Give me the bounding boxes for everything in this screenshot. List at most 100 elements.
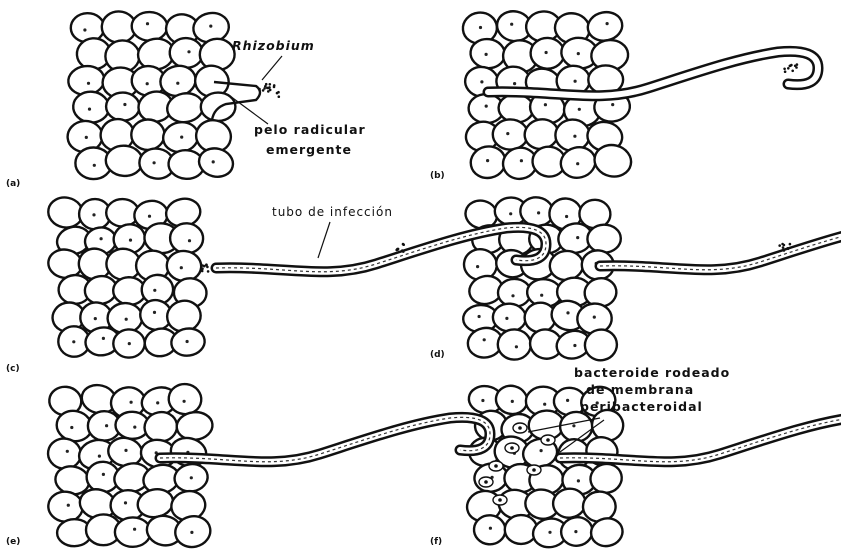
rhizobium-cell: [201, 267, 204, 270]
cell-nucleus: [480, 80, 483, 83]
cell-nucleus: [509, 212, 512, 215]
cell: [115, 517, 151, 547]
cell-nucleus: [92, 213, 95, 216]
cell-nucleus: [85, 136, 88, 139]
cell-nucleus: [515, 345, 518, 348]
cell-nucleus: [486, 159, 489, 162]
cell-nucleus: [100, 237, 103, 240]
cell: [105, 144, 144, 177]
cell: [493, 119, 528, 150]
root-hair-label-line2: emergente: [266, 142, 352, 157]
cell-cluster: [46, 195, 208, 359]
cell-nucleus: [146, 22, 149, 25]
rhizobium-cell: [201, 270, 204, 273]
cell-nucleus: [565, 215, 568, 218]
cell-nucleus: [479, 26, 482, 29]
rhizobium-leader: [262, 56, 282, 80]
cell-nucleus: [505, 317, 508, 320]
rhizobium-cell: [783, 68, 786, 71]
cell-nucleus: [212, 160, 215, 163]
cell-nucleus: [83, 28, 86, 31]
cell-nucleus: [133, 426, 136, 429]
cell-nucleus: [540, 294, 543, 297]
cell-nucleus: [102, 337, 105, 340]
rhizobium-cell: [778, 244, 781, 247]
cell-nucleus: [489, 527, 492, 530]
rhizobium-cell: [263, 87, 266, 90]
cell-nucleus: [611, 103, 614, 106]
cell-nucleus: [94, 317, 97, 320]
cell-nucleus: [566, 311, 569, 314]
cell-nucleus: [476, 265, 479, 268]
cell-nucleus: [606, 22, 609, 25]
panel-label-d: (d): [430, 350, 445, 360]
cell: [175, 410, 214, 441]
cell: [587, 224, 621, 253]
bacteroid-core: [532, 468, 536, 472]
cell: [473, 514, 507, 546]
cell: [492, 303, 527, 333]
rhizobium-cell: [789, 243, 792, 246]
cell-nucleus: [187, 50, 190, 53]
rhizobium-cell: [787, 67, 790, 70]
cell-nucleus: [146, 82, 149, 85]
cell-nucleus: [209, 25, 212, 28]
cell-nucleus: [176, 82, 179, 85]
cell-nucleus: [576, 236, 579, 239]
cell-nucleus: [129, 239, 132, 242]
cell-nucleus: [513, 82, 516, 85]
rhizobium-cell: [258, 88, 261, 91]
cell-nucleus: [72, 340, 75, 343]
cell: [555, 119, 590, 151]
panel-label-e: (e): [6, 537, 20, 547]
cell-nucleus: [548, 531, 551, 534]
rhizobium-cell: [273, 86, 276, 89]
cell-nucleus: [520, 159, 523, 162]
cell-nucleus: [188, 239, 191, 242]
rhizobium-cell: [794, 65, 797, 68]
rhizobium-cell: [207, 270, 210, 273]
rhizobium-cell: [783, 244, 786, 247]
cell-nucleus: [573, 135, 576, 138]
cell-nucleus: [180, 136, 183, 139]
cell-nucleus: [125, 318, 128, 321]
bacteroid-label-line2: de membrana: [586, 382, 694, 397]
cell-nucleus: [566, 399, 569, 402]
cell-nucleus: [180, 266, 183, 269]
cell-nucleus: [93, 164, 96, 167]
cell: [497, 329, 531, 360]
rhizobium-cell: [267, 87, 270, 90]
infection-tube-label: tubo de infección: [272, 205, 393, 219]
cell: [131, 119, 165, 150]
cell-nucleus: [87, 82, 90, 85]
cell-nucleus: [70, 426, 73, 429]
cell-nucleus: [88, 108, 91, 111]
cell: [106, 92, 140, 121]
cell: [585, 9, 624, 43]
cell-nucleus: [510, 23, 513, 26]
cell-nucleus: [506, 132, 509, 135]
cell-nucleus: [573, 344, 576, 347]
bacteroid-label-line1: bacteroide rodeado: [574, 365, 730, 380]
cell-nucleus: [124, 449, 127, 452]
cell: [169, 223, 203, 254]
cell-nucleus: [577, 479, 580, 482]
cell-nucleus: [543, 403, 546, 406]
infection-tube-leader: [318, 222, 330, 258]
cell-nucleus: [545, 51, 548, 54]
cell-nucleus: [66, 450, 69, 453]
cell-cluster: [46, 381, 214, 549]
cell-nucleus: [577, 52, 580, 55]
rhizobium-cell: [402, 250, 405, 253]
cell-nucleus: [124, 501, 127, 504]
bacteroid-core: [510, 446, 514, 450]
cell-nucleus: [574, 530, 577, 533]
cell-nucleus: [102, 473, 105, 476]
bacteroid-core: [546, 438, 550, 442]
cell-nucleus: [481, 399, 484, 402]
cell-nucleus: [156, 401, 159, 404]
cell-nucleus: [183, 400, 186, 403]
rhizobium-cell: [269, 83, 272, 86]
rhizobium-cell: [278, 95, 281, 98]
